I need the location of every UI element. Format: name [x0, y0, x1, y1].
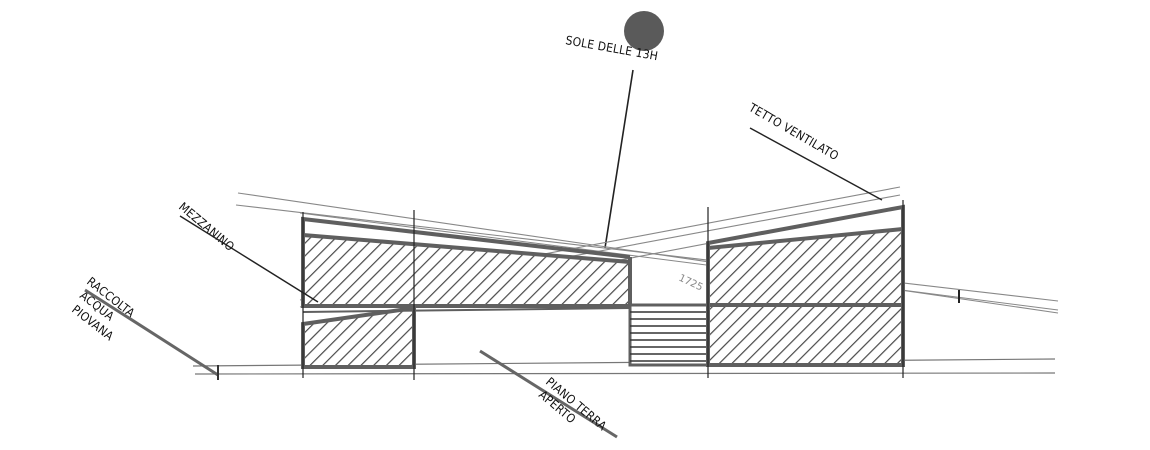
axis-lines [302, 200, 960, 380]
right-upper-block [706, 226, 905, 307]
rain-label: RACCOLTA ACQUA PIOVANA [69, 274, 138, 343]
sun-icon [624, 11, 664, 51]
mezzanine-floor-line [302, 307, 631, 313]
roof-leader [749, 127, 883, 201]
left-lower-block [301, 305, 416, 369]
rain-leader [84, 288, 219, 377]
sun-ray-leader [604, 69, 634, 249]
ground-leader [479, 349, 618, 439]
roof-label: TETTO VENTILATO [746, 100, 841, 163]
mezzanine-leader [179, 215, 319, 303]
right-lower-block [706, 303, 905, 367]
stairs [628, 303, 710, 367]
dimension-label: 1725 [677, 273, 705, 294]
